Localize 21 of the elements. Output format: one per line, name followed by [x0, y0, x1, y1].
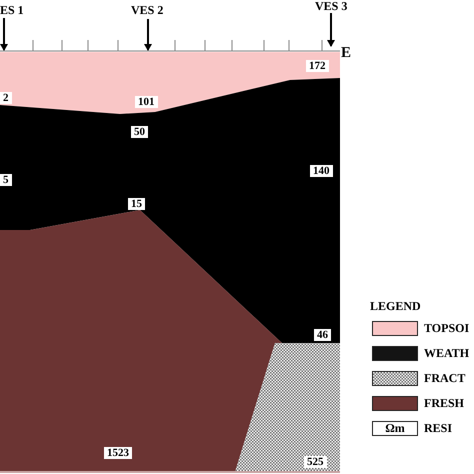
resistivity-value: 46: [314, 329, 331, 341]
legend-label: WEATH: [424, 347, 470, 359]
resistivity-value: 5: [0, 174, 12, 186]
resistivity-value: 101: [135, 96, 158, 108]
resistivity-value: 172: [306, 60, 328, 72]
legend-label: TOPSOI: [424, 322, 470, 334]
direction-letter: E: [341, 46, 352, 61]
station-label: ES 1: [0, 4, 24, 16]
legend-label: FRACT: [424, 372, 466, 384]
station-label: VES 2: [131, 4, 164, 16]
resistivity-value: 525: [304, 456, 326, 468]
legend-title: LEGEND: [370, 300, 421, 312]
legend-label: RESI: [424, 422, 452, 434]
unit-box: Ωm: [372, 421, 418, 436]
resistivity-value: 140: [310, 165, 332, 177]
resistivity-value: 1523: [104, 447, 132, 459]
station-label: VES 3: [315, 0, 348, 12]
resistivity-value: 2: [0, 92, 12, 104]
legend-label: FRESH: [424, 397, 464, 409]
resistivity-value: 15: [128, 198, 145, 210]
resistivity-value: 50: [131, 126, 148, 138]
